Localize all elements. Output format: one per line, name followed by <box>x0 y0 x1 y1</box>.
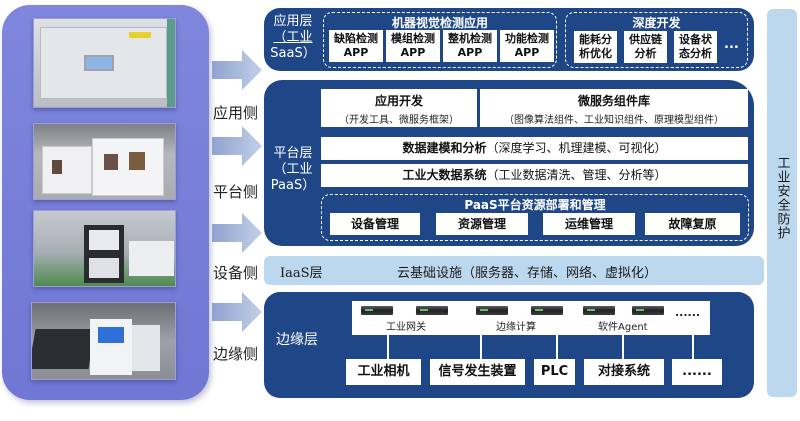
item-line: 析优化 <box>579 47 612 60</box>
layer-name-line: （工业 <box>273 30 313 45</box>
connector-line <box>692 335 694 368</box>
box-title: 应用开发 <box>374 94 423 108</box>
iaas-layer: IaaS层 云基础设施（服务器、存储、网络、虚拟化） <box>264 256 764 285</box>
layer-name-line: 应用层 <box>273 14 313 29</box>
arrow-right-icon <box>212 126 264 166</box>
edge-item-plc: PLC <box>534 359 575 385</box>
app-suffix: APP <box>400 46 426 59</box>
layer-name-line: PaaS） <box>270 178 316 193</box>
photo-control-cabinet <box>33 210 176 287</box>
data-modeling-row: 数据建模和分析（深度学习、机理建模、可视化） <box>321 137 748 160</box>
deep-equipment-status: 设备状 态分析 <box>674 31 717 63</box>
app-suffix: APP <box>514 46 540 59</box>
box-subtitle: （图像算法组件、工业知识组件、原理模型组件） <box>504 115 724 126</box>
agent-device-icon <box>583 306 615 315</box>
photo-edge-line <box>31 302 176 380</box>
edge-item-signal-generator: 信号发生装置 <box>430 359 525 385</box>
security-label: 工业安全防护 <box>774 156 790 240</box>
machine-vision-group: 机器视觉检测应用 缺陷检测 APP 模组检测 APP 整机检测 APP 功能检测… <box>323 12 557 68</box>
microservice-library-box: 微服务组件库 （图像算法组件、工业知识组件、原理模型组件） <box>480 89 748 127</box>
side-label-platform: 平台侧 <box>213 183 259 201</box>
edge-compute-device-icon <box>476 306 508 315</box>
side-label-device: 设备侧 <box>213 264 259 282</box>
box-title: 微服务组件库 <box>577 94 650 108</box>
gateway-device-icon <box>416 306 448 315</box>
edge-layer-name: 边缘层 <box>276 332 318 348</box>
resource-management-group: PaaS平台资源部署和管理 设备管理 资源管理 运维管理 故障复原 <box>321 194 749 241</box>
item-line: 设备状 <box>679 33 712 46</box>
photo-inspection-machine <box>33 18 176 108</box>
paas-layer-name: 平台层 （工业 PaaS） <box>270 146 316 194</box>
paas-layer: 平台层 （工业 PaaS） 应用开发 （开发工具、微服务框架） 微服务组件库 （… <box>264 80 754 246</box>
layer-name-line: 平台层 <box>273 146 313 161</box>
layer-name-line: （工业 <box>273 162 313 177</box>
app-defect-detection: 缺陷检测 APP <box>329 30 383 62</box>
row-subtitle: （深度学习、机理建模、可视化） <box>486 141 667 155</box>
agent-device-icon <box>632 306 664 315</box>
item-line: 态分析 <box>679 47 712 60</box>
app-name: 缺陷检测 <box>334 32 378 45</box>
item-line: 供应链 <box>629 33 662 46</box>
row-title: 工业大数据系统 <box>402 168 487 182</box>
industrial-bigdata-row: 工业大数据系统（工业数据清洗、管理、分析等） <box>321 164 748 187</box>
device-more-ellipsis: ...... <box>675 306 701 319</box>
connector-line <box>480 335 482 368</box>
edge-item-industrial-camera: 工业相机 <box>346 359 421 385</box>
arrow-right-icon <box>212 213 264 253</box>
machine-vision-title: 机器视觉检测应用 <box>391 16 488 30</box>
box-subtitle: （开发工具、微服务框架） <box>339 115 459 126</box>
iaas-layer-name: IaaS层 <box>280 266 323 281</box>
app-machine-detection: 整机检测 APP <box>443 30 497 62</box>
mgmt-resource: 资源管理 <box>436 213 528 235</box>
item-line: 分析 <box>634 47 657 60</box>
edge-layer: 边缘层 ...... 工业网关 边缘计算 软件Agent 工业相机 信号发生装置… <box>264 292 754 398</box>
device-label-gateway: 工业网关 <box>386 322 426 333</box>
app-name: 整机检测 <box>448 32 492 45</box>
gateway-device-icon <box>361 306 393 315</box>
app-module-detection: 模组检测 APP <box>386 30 440 62</box>
device-label-software-agent: 软件Agent <box>598 322 648 333</box>
edge-device-strip: ...... 工业网关 边缘计算 软件Agent <box>352 301 710 335</box>
mgmt-device: 设备管理 <box>330 213 420 235</box>
app-suffix: APP <box>457 46 483 59</box>
app-function-detection: 功能检测 APP <box>500 30 554 62</box>
mgmt-fault-recovery: 故障复原 <box>645 213 740 235</box>
connector-line <box>556 335 558 368</box>
deep-energy-optimization: 能耗分 析优化 <box>574 31 617 63</box>
iaas-description: 云基础设施（服务器、存储、网络、虚拟化） <box>397 266 658 281</box>
side-label-application: 应用侧 <box>213 104 259 122</box>
mgmt-operations: 运维管理 <box>543 213 635 235</box>
industrial-security-column: 工业安全防护 <box>767 9 797 397</box>
photo-inspection-cabinets <box>33 123 176 200</box>
app-suffix: APP <box>343 46 369 59</box>
app-name: 功能检测 <box>505 32 549 45</box>
deep-supply-chain: 供应链 分析 <box>624 31 667 63</box>
side-label-edge: 边缘侧 <box>213 345 259 363</box>
edge-item-integration-system: 对接系统 <box>584 359 664 385</box>
device-label-edge-compute: 边缘计算 <box>496 322 536 333</box>
row-subtitle: （工业数据清洗、管理、分析等） <box>486 168 667 182</box>
deep-more-ellipsis: ... <box>724 37 739 52</box>
connector-line <box>622 335 624 368</box>
resource-management-title: PaaS平台资源部署和管理 <box>464 198 606 212</box>
deep-development-group: 深度开发 能耗分 析优化 供应链 分析 设备状 态分析 ... <box>565 12 748 68</box>
saas-layer-name: 应用层 （工业 SaaS） <box>270 14 316 62</box>
app-name: 模组检测 <box>391 32 435 45</box>
arrow-right-icon <box>212 292 264 332</box>
deep-development-title: 深度开发 <box>632 16 681 30</box>
layer-name-line: SaaS） <box>270 46 316 61</box>
edge-item-more: ...... <box>672 359 722 385</box>
connector-line <box>387 335 389 368</box>
item-line: 能耗分 <box>579 33 612 46</box>
edge-compute-device-icon <box>531 306 563 315</box>
app-development-box: 应用开发 （开发工具、微服务框架） <box>321 89 477 127</box>
arrow-right-icon <box>212 50 264 90</box>
saas-layer: 应用层 （工业 SaaS） 机器视觉检测应用 缺陷检测 APP 模组检测 APP… <box>264 8 754 71</box>
row-title: 数据建模和分析 <box>402 141 487 155</box>
